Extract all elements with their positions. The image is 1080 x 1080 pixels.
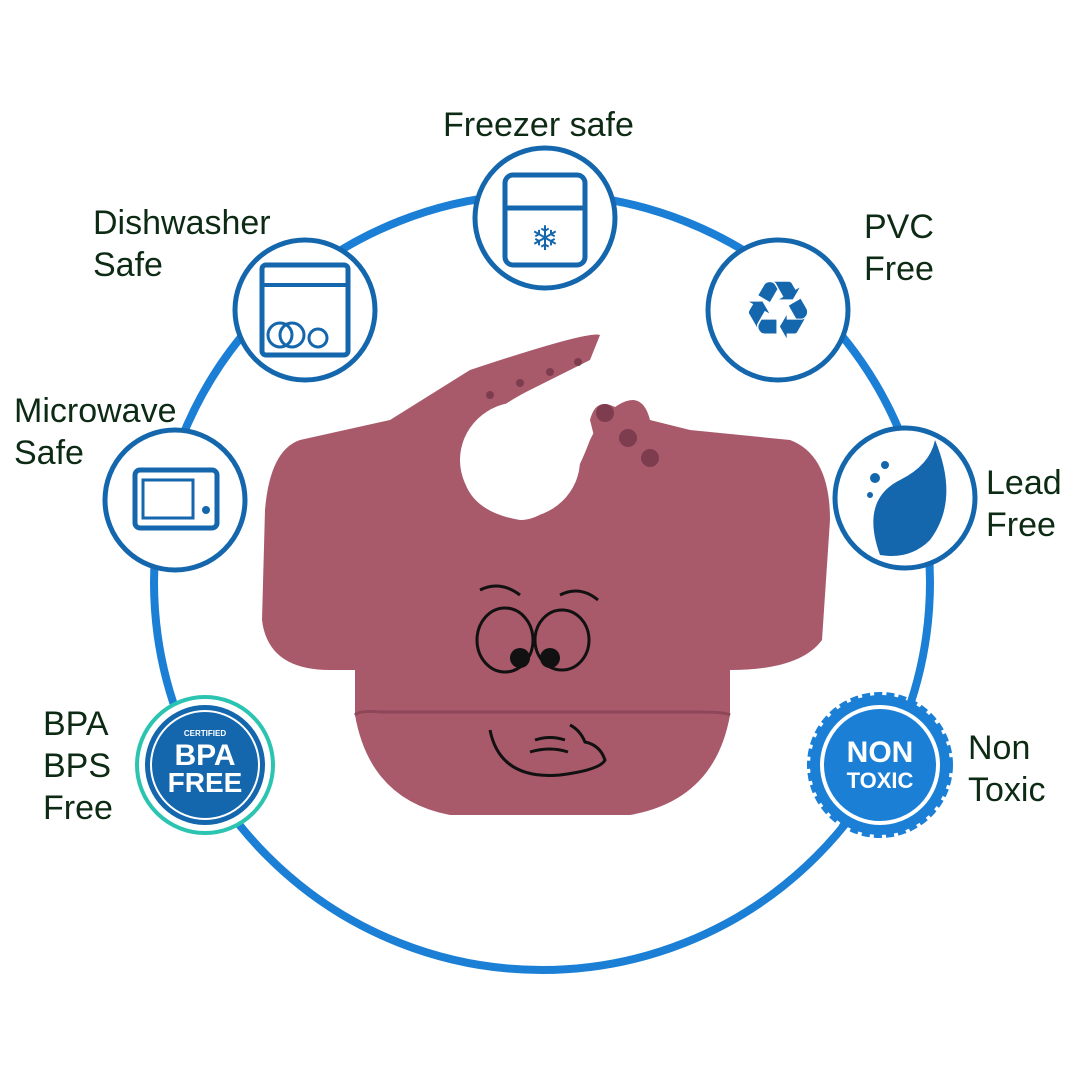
label-line: Lead <box>986 464 1062 502</box>
label-line: Freezer safe <box>443 106 634 144</box>
svg-text:❄: ❄ <box>531 220 560 258</box>
bpa-free-seal-icon: CERTIFIED BPA FREE <box>135 695 275 835</box>
label-line: Microwave <box>14 392 177 430</box>
free-text: FREE <box>168 767 243 798</box>
label-line: Dishwasher <box>93 204 271 242</box>
non-toxic-seal-icon: NON TOXIC <box>807 692 953 838</box>
non-text: NON <box>847 736 914 769</box>
label-line: Non <box>968 729 1031 767</box>
label-line: Safe <box>14 434 84 472</box>
bpa-certified-text: CERTIFIED <box>184 729 226 738</box>
label-line: Free <box>986 506 1056 544</box>
dishwasher-icon <box>232 237 378 383</box>
recycle-icon: ♻ <box>705 237 851 383</box>
label-line: BPA <box>43 705 109 743</box>
label-line: BPS <box>43 747 112 785</box>
microwave-icon <box>102 427 248 573</box>
bpa-text: BPA <box>174 739 235 772</box>
label-bpa: BPA BPS Free <box>43 703 113 829</box>
label-line: Free <box>864 250 934 288</box>
label-line: PVC <box>864 208 934 246</box>
svg-text:♻: ♻ <box>742 266 814 355</box>
label-line: Free <box>43 789 113 827</box>
leaf-drop-icon <box>832 425 978 571</box>
label-line: Toxic <box>968 771 1046 809</box>
fridge-snowflake-icon: ❄ <box>472 145 618 291</box>
elephant-bib-image <box>262 334 830 815</box>
label-line: Safe <box>93 246 163 284</box>
toxic-text: TOXIC <box>847 768 914 793</box>
label-pvc: PVC Free <box>864 206 934 290</box>
label-freezer: Freezer safe <box>443 104 634 146</box>
